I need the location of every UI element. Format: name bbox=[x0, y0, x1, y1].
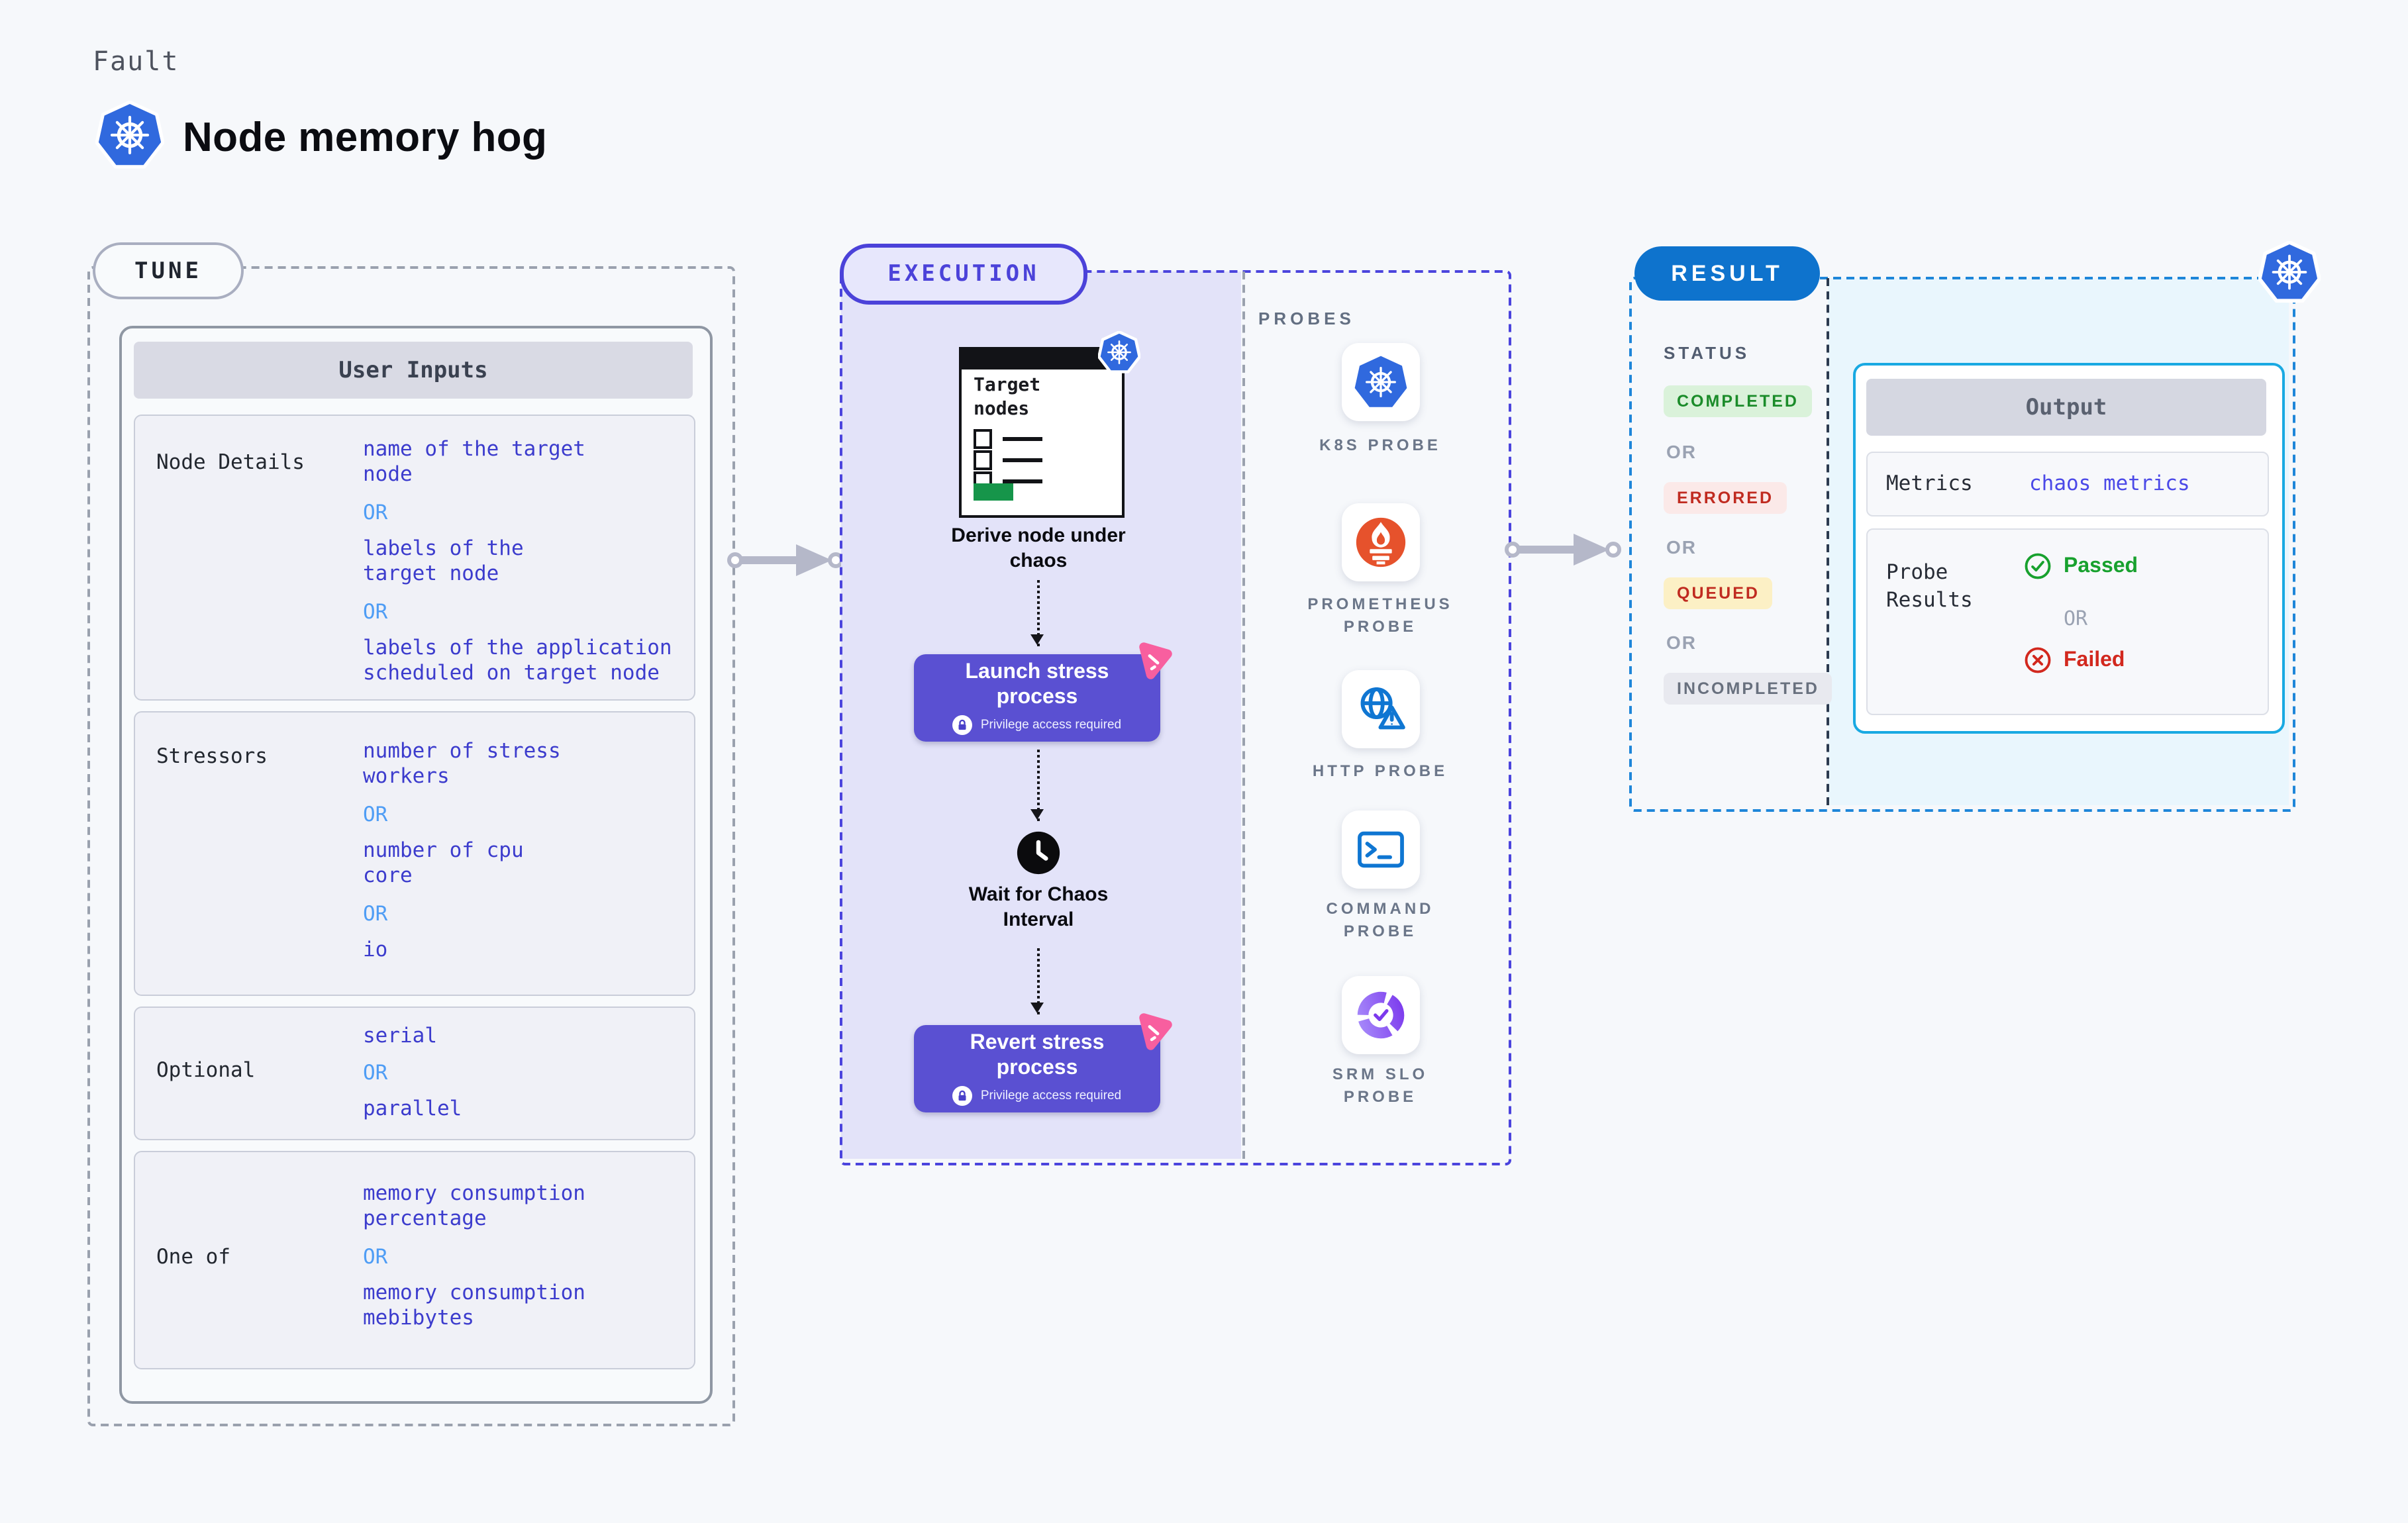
input-value: memory consumption mebibytes bbox=[363, 1280, 585, 1330]
srm-slo-probe-card[interactable] bbox=[1342, 976, 1420, 1054]
clock-icon bbox=[1016, 830, 1061, 875]
status-chip-queued: QUEUED bbox=[1664, 577, 1773, 609]
row-label: Node Details bbox=[156, 450, 305, 474]
globe-warning-icon bbox=[1360, 687, 1405, 730]
page-title: Node memory hog bbox=[183, 114, 548, 160]
or-separator: OR bbox=[363, 901, 388, 925]
step-title: Revert stress process bbox=[970, 1032, 1105, 1079]
failed-line: Failed bbox=[2024, 646, 2125, 674]
or-separator: OR bbox=[363, 1061, 388, 1085]
step-title: Launch stress process bbox=[965, 661, 1109, 709]
kubernetes-icon bbox=[1354, 356, 1407, 407]
result-divider bbox=[1827, 278, 1829, 805]
one-of-row: One of memory consumption percentage OR … bbox=[134, 1151, 695, 1369]
output-header: Output bbox=[1866, 379, 2266, 436]
k8s-probe-card[interactable] bbox=[1342, 343, 1420, 421]
srm-slo-probe-label: SRM SLO PROBE bbox=[1332, 1065, 1429, 1106]
derive-caption: Derive node under chaos bbox=[951, 524, 1126, 572]
flow-arrow-icon bbox=[727, 543, 844, 584]
kubernetes-icon bbox=[2258, 240, 2321, 303]
input-value: number of cpu core bbox=[363, 838, 524, 888]
prometheus-probe-card[interactable] bbox=[1342, 503, 1420, 581]
command-probe-label: COMMAND PROBE bbox=[1326, 899, 1434, 941]
terminal-icon bbox=[1358, 831, 1404, 868]
probes-label: PROBES bbox=[1258, 309, 1355, 328]
or-separator: OR bbox=[363, 802, 388, 826]
launch-stress-process-step[interactable]: Launch stress process Privilege access r… bbox=[914, 642, 1172, 742]
probe-results-label: Probe Results bbox=[1886, 560, 1973, 612]
lock-icon bbox=[952, 714, 973, 735]
passed-text: Passed bbox=[2064, 554, 2138, 577]
k8s-probe-label: K8S PROBE bbox=[1319, 436, 1441, 454]
result-badge: RESULT bbox=[1634, 246, 1820, 301]
probes-divider bbox=[1242, 271, 1245, 1159]
window-titlebar bbox=[958, 346, 1124, 369]
row-label: Optional bbox=[156, 1058, 256, 1082]
metrics-value: chaos metrics bbox=[2029, 471, 2190, 495]
metrics-label: Metrics bbox=[1886, 471, 1973, 495]
checklist-item bbox=[974, 429, 1042, 449]
check-circle-icon bbox=[2025, 553, 2051, 579]
status-chip-incompleted: INCOMPLETED bbox=[1664, 673, 1832, 705]
row-label: One of bbox=[156, 1245, 230, 1269]
slo-donut-icon bbox=[1357, 991, 1405, 1039]
green-button-shape bbox=[974, 483, 1013, 501]
input-value: name of the target node bbox=[363, 437, 585, 487]
row-label: Stressors bbox=[156, 744, 268, 768]
or-separator: OR bbox=[1666, 632, 1697, 653]
input-value: memory consumption percentage bbox=[363, 1181, 585, 1231]
flow-down-arrow-icon bbox=[1030, 750, 1044, 821]
kubernetes-icon bbox=[1097, 330, 1141, 373]
x-circle-icon bbox=[2025, 647, 2051, 673]
input-value: labels of the target node bbox=[363, 536, 524, 586]
or-separator: OR bbox=[363, 1244, 388, 1269]
tune-badge: TUNE bbox=[93, 242, 244, 299]
flow-down-arrow-icon bbox=[1030, 580, 1044, 646]
input-value: parallel bbox=[363, 1097, 462, 1121]
http-probe-card[interactable] bbox=[1342, 670, 1420, 748]
target-nodes-card: Target nodes bbox=[958, 330, 1141, 518]
or-separator: OR bbox=[363, 599, 388, 623]
http-probe-label: HTTP PROBE bbox=[1312, 762, 1448, 780]
input-value: io bbox=[363, 937, 388, 961]
execution-section bbox=[840, 270, 1511, 1165]
input-value: labels of the application scheduled on t… bbox=[363, 635, 672, 685]
flow-arrow-icon bbox=[1505, 532, 1621, 573]
stressors-row: Stressors number of stress workers OR nu… bbox=[134, 711, 695, 996]
revert-stress-process-step[interactable]: Revert stress process Privilege access r… bbox=[914, 1013, 1172, 1112]
status-chip-completed: COMPLETED bbox=[1664, 385, 1812, 417]
flow-down-arrow-icon bbox=[1030, 948, 1044, 1014]
privilege-note: Privilege access required bbox=[980, 1088, 1122, 1103]
prometheus-icon bbox=[1356, 517, 1406, 567]
command-probe-card[interactable] bbox=[1342, 811, 1420, 889]
optional-row: Optional serial OR parallel bbox=[134, 1007, 695, 1140]
execution-badge: EXECUTION bbox=[840, 244, 1087, 305]
wait-caption: Wait for Chaos Interval bbox=[968, 883, 1109, 931]
target-nodes-title: Target nodes bbox=[974, 375, 1041, 420]
prometheus-probe-label: PROMETHEUS PROBE bbox=[1307, 595, 1453, 636]
user-inputs-header: User Inputs bbox=[134, 342, 693, 399]
input-value: number of stress workers bbox=[363, 739, 561, 789]
node-details-row: Node Details name of the target node OR … bbox=[134, 415, 695, 701]
checklist-item bbox=[974, 450, 1042, 470]
or-separator: OR bbox=[363, 500, 388, 524]
status-label: STATUS bbox=[1664, 343, 1750, 363]
input-value: serial bbox=[363, 1024, 437, 1048]
or-separator: OR bbox=[1666, 536, 1697, 558]
probe-results-row: Probe Results Passed OR Failed bbox=[1866, 528, 2269, 715]
or-separator: OR bbox=[1666, 441, 1697, 462]
tune-section bbox=[87, 266, 735, 1426]
result-section bbox=[1629, 277, 2295, 812]
kubernetes-icon bbox=[95, 100, 165, 170]
passed-line: Passed bbox=[2024, 552, 2138, 580]
chaos-icon bbox=[1134, 641, 1174, 681]
privilege-note: Privilege access required bbox=[980, 717, 1122, 732]
lock-icon bbox=[952, 1085, 973, 1106]
metrics-row: Metrics chaos metrics bbox=[1866, 452, 2269, 516]
fault-kind-label: Fault bbox=[93, 45, 179, 77]
chaos-icon bbox=[1134, 1012, 1174, 1052]
status-chip-errored: ERRORED bbox=[1664, 482, 1787, 514]
or-separator: OR bbox=[2064, 607, 2088, 630]
failed-text: Failed bbox=[2064, 648, 2125, 671]
